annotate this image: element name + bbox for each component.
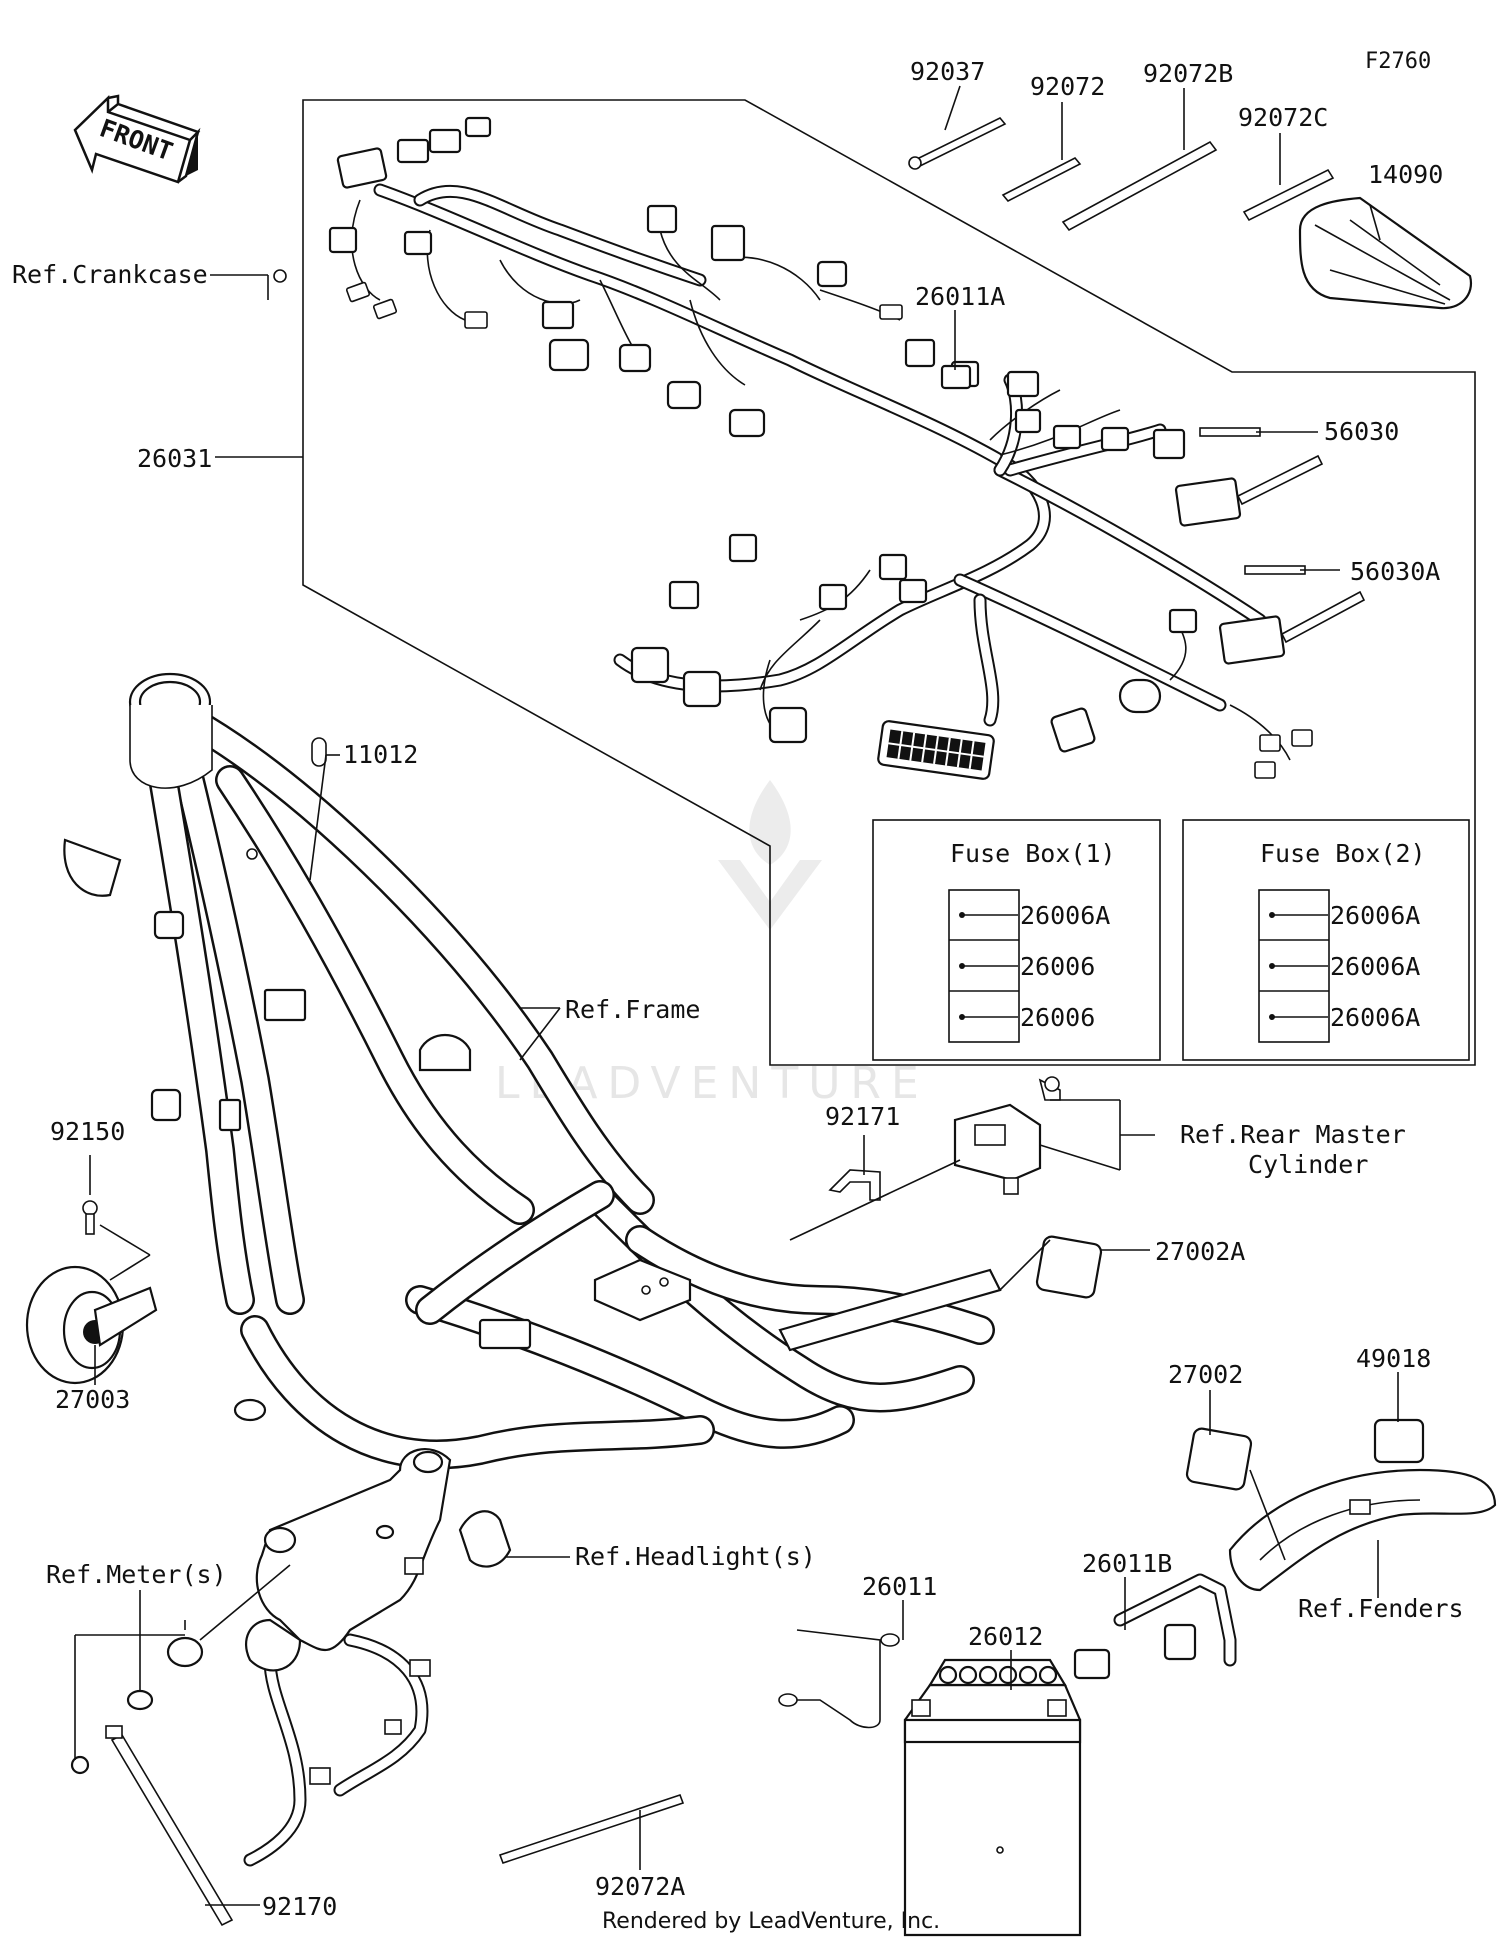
label-92170: 92170 — [262, 1892, 337, 1921]
watermark: LEADVENTURE — [495, 780, 919, 1109]
brake-switch — [828, 1076, 1061, 1201]
fuse-box-2: Fuse Box(2) 26006A 26006A 26006A — [1182, 819, 1470, 1061]
harness-kit-outline — [302, 99, 1476, 1066]
label-11012: 11012 — [343, 740, 418, 769]
headlight-bracket — [243, 1448, 512, 1867]
label-92072A: 92072A — [595, 1872, 685, 1901]
front-arrow-icon: FRONT — [73, 94, 201, 184]
fuse-2-2-label: 26006A — [1330, 952, 1420, 981]
label-26011: 26011 — [862, 1572, 937, 1601]
reference-labels: Ref.Crankcase Ref.Frame Ref.Rear Master … — [12, 260, 1464, 1623]
harness-connectors — [328, 116, 1313, 780]
label-26012: 26012 — [968, 1622, 1043, 1651]
crankcase-bolt-icon — [273, 269, 287, 283]
footer-credit: Rendered by LeadVenture, Inc. — [602, 1909, 940, 1934]
label-26011A: 26011A — [915, 282, 1005, 311]
label-27002: 27002 — [1168, 1360, 1243, 1389]
fuse-box-1: Fuse Box(1) 26006A 26006 26006 — [872, 819, 1161, 1061]
fuse-1-1-label: 26006A — [1020, 901, 1110, 930]
horn — [25, 1200, 158, 1385]
label-92037: 92037 — [910, 57, 985, 86]
label-92171: 92171 — [825, 1102, 900, 1131]
fuse-box-2-title: Fuse Box(2) — [1260, 839, 1426, 868]
label-92150: 92150 — [50, 1117, 125, 1146]
leader-lines — [74, 85, 1399, 1906]
accessory-parts — [311, 117, 1473, 767]
label-27002A: 27002A — [1155, 1237, 1245, 1266]
part-labels: 92037 92072 92072B 92072C 14090 26011A 5… — [50, 57, 1443, 1921]
label-49018: 49018 — [1356, 1344, 1431, 1373]
label-26031: 26031 — [137, 444, 212, 473]
ref-headlights: Ref.Headlight(s) — [575, 1542, 816, 1571]
battery — [498, 1573, 1237, 1937]
label-56030A: 56030A — [1350, 557, 1440, 586]
figure-code: F2760 — [1365, 49, 1431, 74]
front-fender — [1228, 1468, 1497, 1592]
ref-meters: Ref.Meter(s) — [46, 1560, 227, 1589]
fuse-1-2-label: 26006 — [1020, 952, 1095, 981]
meter-parts — [70, 1636, 234, 1927]
fuse-2-3-label: 26006A — [1330, 1003, 1420, 1032]
label-92072B: 92072B — [1143, 59, 1233, 88]
label-14090: 14090 — [1368, 160, 1443, 189]
ref-crankcase: Ref.Crankcase — [12, 260, 208, 289]
fuse-box-1-title: Fuse Box(1) — [950, 839, 1116, 868]
fuse-2-1-label: 26006A — [1330, 901, 1420, 930]
relays — [1035, 1235, 1425, 1491]
label-26011B: 26011B — [1082, 1549, 1172, 1578]
label-92072C: 92072C — [1238, 103, 1328, 132]
label-92072: 92072 — [1030, 72, 1105, 101]
label-56030: 56030 — [1324, 417, 1399, 446]
ref-rear-master-line1: Ref.Rear Master — [1180, 1120, 1406, 1149]
ref-rear-master-line2: Cylinder — [1248, 1150, 1368, 1179]
ref-frame: Ref.Frame — [565, 995, 700, 1024]
ref-fenders: Ref.Fenders — [1298, 1594, 1464, 1623]
motorcycle-frame — [63, 672, 1002, 1470]
fuse-1-3-label: 26006 — [1020, 1003, 1095, 1032]
label-27003: 27003 — [55, 1385, 130, 1414]
